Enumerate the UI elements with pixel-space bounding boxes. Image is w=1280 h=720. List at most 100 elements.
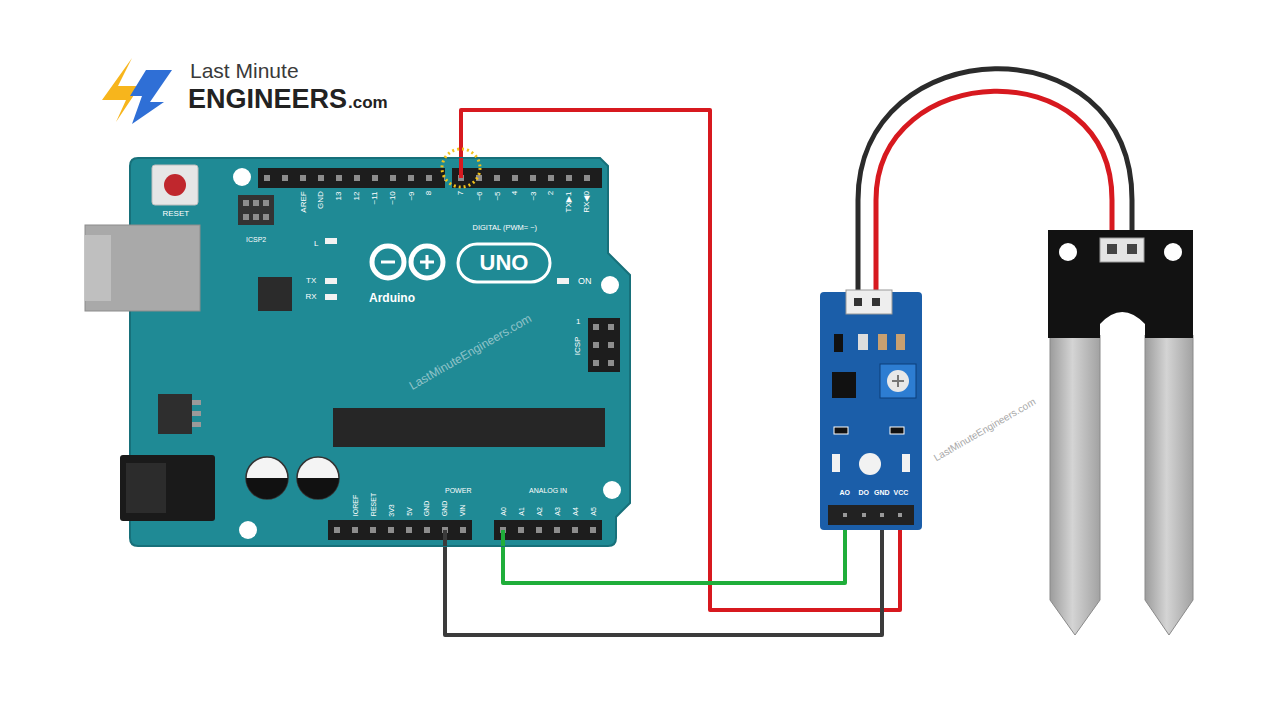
arduino-board-art-part — [158, 394, 192, 434]
pin-label: A3 — [553, 507, 560, 516]
pin-label: 8 — [425, 191, 433, 195]
sensor-module-art-part — [880, 364, 916, 398]
arduino-board-art-part — [164, 174, 186, 196]
sensor-module-art-part — [872, 298, 880, 306]
pin-label: ON — [578, 277, 592, 286]
arduino-board-art-part — [588, 318, 620, 372]
pin-label: A4 — [571, 507, 578, 516]
arduino-board-art-part — [120, 455, 215, 521]
pin-label: L — [314, 240, 318, 248]
pin-label: IOREF — [352, 495, 359, 516]
sensor-module-art-part — [880, 513, 884, 517]
sensor-module-art-part — [834, 427, 848, 434]
arduino-board-art-part — [442, 149, 480, 187]
sensor-module-art-part — [854, 298, 862, 306]
sensor-module-art-part — [878, 334, 887, 350]
sensor-module-art-part — [843, 513, 847, 517]
pin-label: AO — [840, 489, 851, 496]
logo-icon-part — [130, 70, 172, 124]
pin-label: ~6 — [475, 191, 483, 200]
pin-label: A5 — [589, 507, 596, 516]
arduino-board-art-part — [601, 276, 619, 294]
arduino-board-art-part — [608, 360, 614, 366]
arduino-board-art-part — [608, 324, 614, 330]
sensor-module-art-part — [890, 427, 904, 434]
arduino-board-art-part — [381, 261, 395, 264]
arduino-board-art-part — [243, 214, 249, 220]
board-logo-text: Arduino — [369, 292, 415, 304]
pin-label: ~5 — [493, 191, 501, 200]
arduino-board-art-part — [325, 238, 337, 244]
pin-label: DIGITAL (PWM= ~) — [473, 224, 538, 232]
soil-probe-part — [1145, 335, 1193, 635]
logo-text: .com — [348, 94, 388, 111]
pin-label: VIN — [459, 504, 466, 516]
pin-label: 2 — [547, 191, 555, 195]
pin-label: DO — [859, 489, 870, 496]
arduino-board-art-part — [192, 400, 201, 405]
soil-probe-part — [1048, 230, 1193, 338]
arduino-board-art-part — [459, 158, 463, 178]
arduino-board-art-part — [152, 165, 198, 205]
sensor-module-art-part — [828, 505, 914, 525]
arduino-board-art-part — [263, 214, 269, 220]
pin-label: ~3 — [529, 191, 537, 200]
logo-text: ENGINEERS — [188, 86, 347, 113]
pin-label: GND — [423, 500, 430, 516]
pin-label: 5V — [405, 507, 412, 516]
arduino-board-art-part — [258, 277, 292, 311]
arduino-board-art-part — [85, 235, 111, 301]
arduino-board-art-part — [192, 422, 201, 427]
sensor-module: AO DO GND VCC — [820, 292, 922, 530]
arduino-board-art-part — [593, 324, 599, 330]
logo-icon — [102, 58, 172, 124]
arduino-board-art-part — [246, 478, 288, 499]
pin-label: 1 — [576, 318, 580, 326]
soil-probe-part — [1164, 243, 1182, 261]
pin-label: 12 — [353, 191, 361, 200]
arduino-board-art-part — [297, 478, 339, 499]
pin-label: RESET — [370, 493, 377, 516]
pin-label: 13 — [335, 191, 343, 200]
soil-probe-part — [1050, 335, 1100, 635]
arduino-board-art-part — [452, 168, 602, 188]
sensor-module-art-part — [859, 453, 881, 475]
pin-label: ICSP — [574, 337, 582, 356]
arduino-board-art-part — [253, 214, 259, 220]
arduino-board-art-part — [411, 246, 443, 278]
soil-probe-part — [1059, 243, 1077, 261]
soil-probe-part — [1100, 238, 1144, 262]
sensor-module-art-part — [887, 370, 909, 392]
soil-probe-part — [1107, 244, 1117, 254]
pin-label: GND — [874, 489, 890, 496]
pin-label: GND — [317, 191, 325, 209]
watermark: LastMinuteEngineers.com — [932, 397, 1037, 463]
arduino-board-art-part — [501, 530, 505, 546]
arduino-board-art-part — [557, 278, 569, 284]
soil-probe — [1048, 230, 1193, 635]
arduino-board-art-part — [593, 342, 599, 348]
arduino-board-art-part — [233, 168, 251, 186]
board-logo-text: UNO — [480, 252, 529, 274]
arduino-board-art-part — [253, 200, 259, 206]
pin-label: TX — [306, 277, 316, 285]
sensor-module-art-part — [832, 454, 840, 472]
arduino-board-art-part — [458, 244, 550, 282]
pin-label: AREF — [299, 191, 307, 212]
pin-label: ~10 — [389, 191, 397, 205]
arduino-board-art-part — [443, 530, 447, 546]
pin-label: A1 — [517, 507, 524, 516]
arduino-board-art-part — [297, 457, 339, 499]
sensor-module-art-part — [902, 454, 910, 472]
sensor-module-art-part — [896, 334, 905, 350]
arduino-board-art-part — [603, 481, 621, 499]
header-label: ICSP2 — [246, 236, 266, 243]
pin-label: VCC — [894, 489, 909, 496]
sensor-module-art-part — [820, 292, 922, 530]
logo-text: Last Minute — [190, 60, 299, 81]
arduino-board-art-part — [85, 225, 200, 311]
pin-label: ~11 — [371, 191, 379, 204]
pin-label: A0 — [499, 507, 506, 516]
soil-probe-part — [1127, 244, 1137, 254]
